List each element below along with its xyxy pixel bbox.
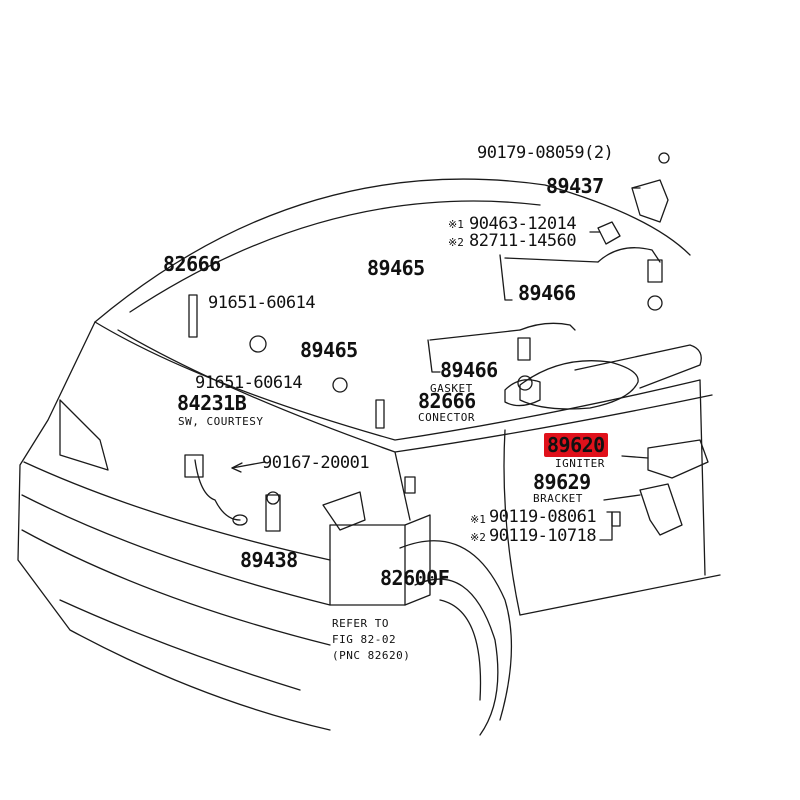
part-number-89438: 89438 [240,548,298,572]
caption-refer-line-3: (PNC 82620) [332,649,411,662]
sensor-wire-upper [597,247,661,263]
sensor-body-lower [517,337,531,361]
bracket-89437 [631,179,669,223]
connector-82666-lower [404,476,416,494]
tire-outer [414,578,499,736]
exhaust-pipe [574,344,702,389]
part-number-89629: 89629 [533,470,591,494]
door-edge [503,429,521,616]
junction-base [329,524,406,606]
leader-90119 [599,511,613,541]
part-number-82711: 82711-14560 [469,231,577,251]
hood-inner-line [129,200,541,313]
junction-side [404,514,431,606]
plug-89438-cap [266,491,280,505]
wheel-arch [399,540,513,721]
sensor-wire-lower [519,322,576,331]
part-number-90179: 90179-08059(2) [477,143,614,163]
leader-upper-sensor [504,257,599,263]
mark-2-upper: ※2 [448,236,464,249]
part-number-82600f: 82600F [380,566,450,590]
bumper-bottom [21,529,331,646]
headlight [59,399,109,471]
mark-1-upper: ※1 [448,218,464,231]
part-number-89466-lower: 89466 [440,358,498,382]
caption-bracket: BRACKET [533,492,583,505]
igniter-leader [621,455,649,459]
junction-block [322,491,366,531]
part-number-90119-b: 90119-10718 [489,526,597,546]
bolt-b-lower [332,377,348,393]
front-left-edge [17,321,331,731]
part-number-89465-mid: 89465 [300,338,358,362]
hood-outline [94,178,691,323]
part-number-91651-upper: 91651-60614 [208,293,316,313]
converter-flange [504,379,541,407]
igniter-body [647,439,709,479]
courtesy-switch-wire [194,459,241,521]
sill [519,574,721,616]
screw-upper [188,294,198,338]
grille-top [23,461,331,561]
part-number-90167: 90167-20001 [262,453,370,473]
mark-2-lower: ※2 [470,531,486,544]
body-side [699,379,706,576]
part-number-91651-lower: 91651-60614 [195,373,303,393]
converter [519,360,639,410]
part-number-82666-top: 82666 [163,252,221,276]
courtesy-switch [184,454,204,478]
part-number-89466-upper: 89466 [518,281,576,305]
part-number-90463: 90463-12014 [469,214,577,234]
leader-bracket [603,494,641,501]
caption-gasket: GASKET [430,382,473,395]
gasket-ring [517,375,533,391]
sensor-body-upper [647,259,663,283]
caption-refer-line-1: REFER TO [332,617,389,630]
part-number-89620-highlighted: 89620 [544,433,608,457]
leader-lower-bracket [427,339,441,373]
mark-1-lower: ※1 [470,513,486,526]
part-number-89465-top: 89465 [367,256,425,280]
caption-igniter: IGNITER [555,457,605,470]
cowl-line [94,321,701,441]
gasket-upper [647,295,663,311]
clip-90463 [597,221,621,245]
part-number-89437: 89437 [546,174,604,198]
bracket-89629 [639,483,683,536]
switch-plug [232,514,248,526]
bolt-90119 [611,511,621,527]
part-number-84231b: 84231B [177,391,247,415]
part-number-90119-a: 90119-08061 [489,507,597,527]
leader-89466-upper [499,254,513,301]
bolt-b-upper [249,335,267,353]
plug-89438 [265,494,281,532]
fender-line [394,451,411,521]
nut-90179 [658,152,670,164]
leader-lower-sensor [429,329,521,341]
arrow-90167 [231,461,266,469]
caption-connector: CONECTOR [418,411,475,424]
screw-lower [375,399,385,429]
arrowhead-90167 [231,462,243,473]
caption-refer-line-2: FIG 82-02 [332,633,397,646]
bumper-top [21,494,331,606]
caption-courtesy: SW, COURTESY [178,415,264,428]
bumper-lip [59,599,301,691]
part-number-82666-mid: 82666 [418,389,476,413]
tire-inner [439,599,482,701]
